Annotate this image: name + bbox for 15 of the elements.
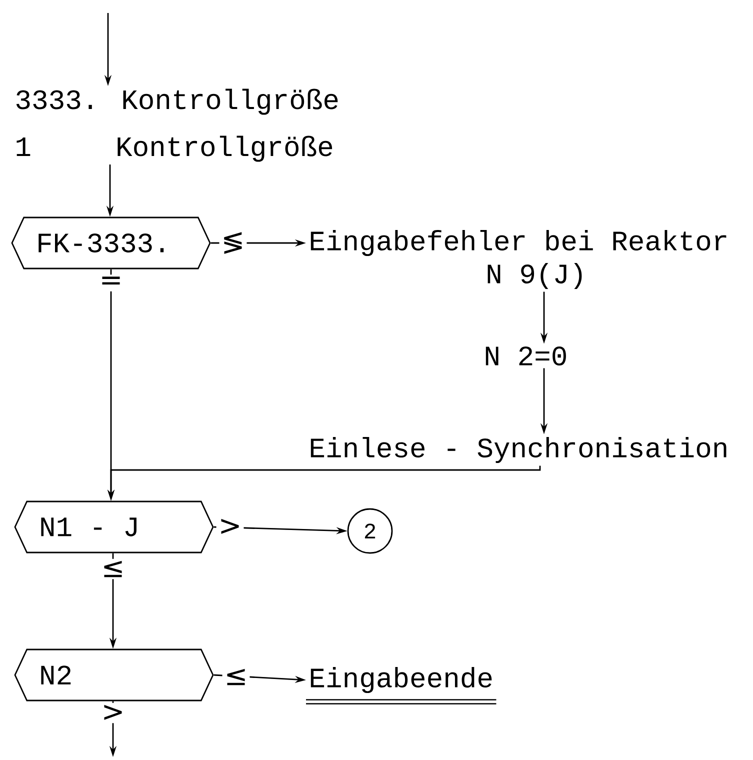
decision-hexagon: N2 [14, 648, 214, 702]
branch-label: ≤ [222, 666, 250, 688]
end-text: Eingabeende [306, 666, 496, 704]
step-text: N 2=0 [486, 346, 566, 366]
branch-label: > [216, 516, 244, 538]
step-text: 3333. Kontrollgröße 1 Kontrollgröße [16, 88, 338, 162]
decision-hexagon: N1 - J [14, 500, 214, 554]
decision-hexagon: FK-3333. [11, 216, 211, 270]
branch-label: = [97, 274, 125, 292]
branch-label: ≶ [219, 230, 247, 256]
branch-label: ≤ [99, 558, 127, 580]
step-text: Eingabefehler bei Reaktor [310, 230, 726, 256]
step-text: N 9(J) [488, 262, 582, 290]
branch-label: > [99, 702, 127, 724]
step-text: Einlese - Synchronisation [310, 436, 726, 464]
